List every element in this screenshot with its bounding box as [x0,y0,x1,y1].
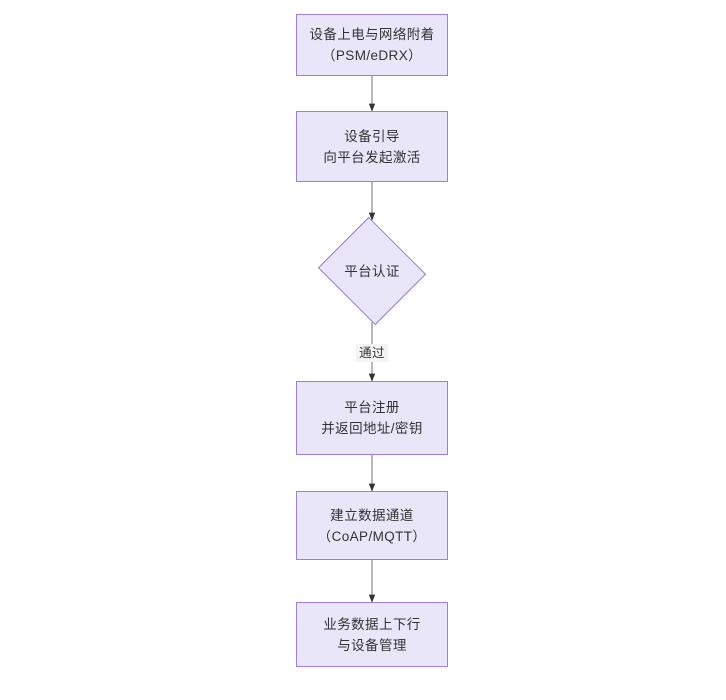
node-device-power-on[interactable]: 设备上电与网络附着 （PSM/eDRX） [296,14,448,76]
node-platform-registration[interactable]: 平台注册 并返回地址/密钥 [296,381,448,455]
node-label-line: 向平台发起激活 [323,149,421,165]
node-label-line: 设备上电与网络附着 [309,27,435,42]
node-data-channel-setup[interactable]: 建立数据通道 （CoAP/MQTT） [296,491,448,560]
node-label-line: （PSM/eDRX） [321,48,423,63]
node-device-bootstrap[interactable]: 设备引导 向平台发起激活 [296,111,448,182]
node-label-line: 设备引导 [344,128,400,144]
node-label-line: 建立数据通道 [330,507,414,523]
node-business-data-and-device-management[interactable]: 业务数据上下行 与设备管理 [296,602,448,667]
node-label-line: （CoAP/MQTT） [317,528,427,544]
node-label-line: 业务数据上下行 [323,616,421,632]
node-label-line: 平台注册 [344,400,400,415]
node-platform-authentication[interactable]: 平台认证 [315,216,429,326]
node-label-line: 平台认证 [344,263,400,279]
node-label-line: 并返回地址/密钥 [321,421,423,436]
node-label-line: 与设备管理 [337,637,407,653]
edge-label-pass: 通过 [356,344,388,362]
